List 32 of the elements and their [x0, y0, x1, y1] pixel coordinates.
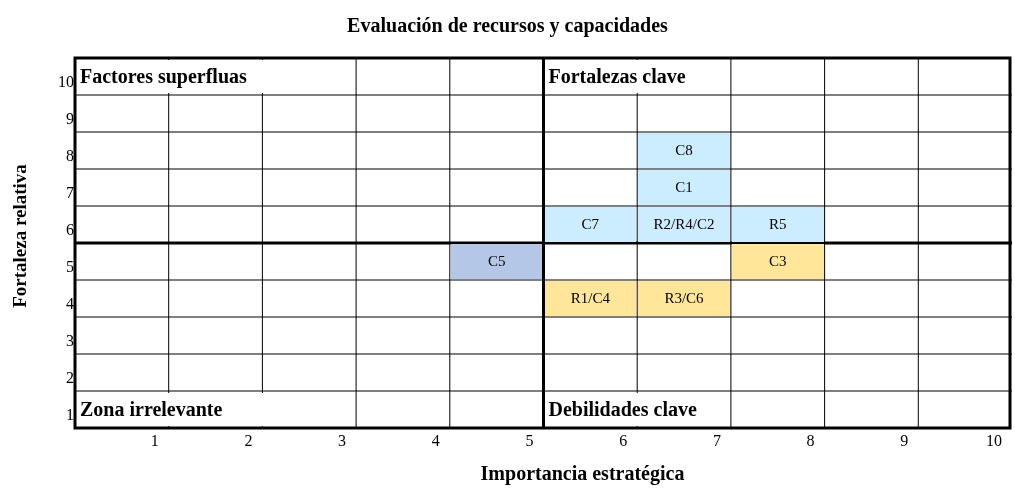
axis-tick-label: 1 — [65, 405, 74, 425]
axis-tick-label: 8 — [65, 146, 74, 166]
axis-tick-label: 3 — [65, 331, 74, 351]
axis-tick-label: 6 — [618, 432, 628, 450]
axis-tick-label: 2 — [65, 368, 74, 388]
axis-tick-label: 9 — [899, 432, 909, 450]
axis-tick-label: 7 — [711, 432, 721, 450]
axis-tick-label: 4 — [65, 294, 74, 314]
chart-title: Evaluación de recursos y capacidades — [346, 14, 669, 37]
capability-cell: R5 — [731, 207, 824, 242]
capability-cell: C8 — [638, 133, 730, 168]
capability-cell: C7 — [544, 207, 637, 242]
axis-tick-label: 7 — [65, 183, 74, 203]
capability-cell: R3/C6 — [638, 281, 730, 316]
axis-tick-label: 4 — [430, 432, 440, 450]
axis-tick-label: 3 — [337, 432, 347, 450]
capability-cell: C1 — [638, 170, 730, 205]
axis-title: Importancia estratégica — [479, 462, 686, 485]
axis-tick-label: 10 — [985, 432, 1002, 450]
axis-tick-label: 8 — [805, 432, 815, 450]
axis-tick-label: 10 — [57, 72, 74, 92]
axis-tick-label: 9 — [65, 109, 74, 129]
capability-cell: R2/R4/C2 — [638, 207, 730, 242]
axis-tick-label: 5 — [65, 257, 74, 277]
axis-tick-label: 6 — [65, 220, 74, 240]
capability-cell: R1/C4 — [544, 281, 637, 316]
capability-cell: C3 — [731, 244, 824, 279]
capability-cell: C5 — [450, 244, 543, 279]
axis-tick-label: 1 — [149, 432, 159, 450]
axis-tick-label: 2 — [243, 432, 253, 450]
axis-tick-label: 5 — [524, 432, 534, 450]
axis-title: Fortaleza relativa — [9, 163, 31, 310]
